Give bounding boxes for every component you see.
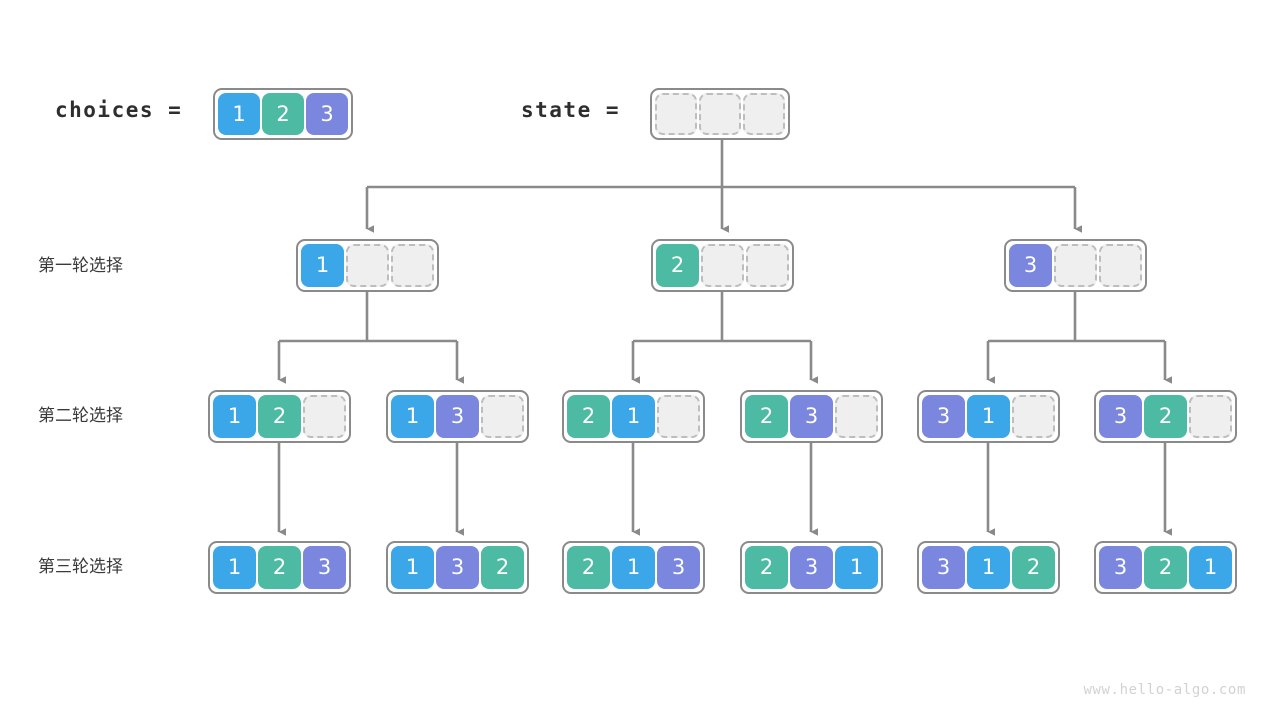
cell-0: 1 [301,244,344,287]
node-level2-13: 1 3 [386,390,529,443]
cell-1: 2 [1144,395,1187,438]
cell-0: 1 [213,546,256,589]
cell-1: 3 [790,395,833,438]
cell-2 [657,395,700,438]
cell-1: 2 [1144,546,1187,589]
cell-1 [1054,244,1097,287]
cell-0: 2 [567,546,610,589]
cell-1: 1 [967,546,1010,589]
cell-1: 3 [436,395,479,438]
node-level2-12: 1 2 [208,390,351,443]
state-cell-1 [699,93,741,135]
cell-2 [1189,395,1232,438]
node-level2-31: 3 1 [917,390,1060,443]
cell-1: 3 [790,546,833,589]
cell-0: 1 [391,546,434,589]
node-level3-132: 1 3 2 [386,541,529,594]
cell-0: 2 [656,244,699,287]
cell-0: 1 [213,395,256,438]
cell-1 [346,244,389,287]
node-level1-3: 3 [1004,239,1147,292]
cell-2 [835,395,878,438]
cell-2 [303,395,346,438]
cell-2: 2 [481,546,524,589]
cell-2 [391,244,434,287]
cell-0: 1 [391,395,434,438]
cell-1 [701,244,744,287]
row-label-round-3: 第三轮选择 [38,557,123,576]
node-level1-1: 1 [296,239,439,292]
cell-1: 1 [612,395,655,438]
cell-0: 2 [567,395,610,438]
cell-2 [1099,244,1142,287]
choices-array: 1 2 3 [213,88,353,140]
watermark: www.hello-algo.com [1083,682,1246,698]
cell-0: 2 [745,395,788,438]
node-level1-2: 2 [651,239,794,292]
cell-0: 3 [922,546,965,589]
cell-2: 3 [657,546,700,589]
node-level2-32: 3 2 [1094,390,1237,443]
cell-1: 1 [612,546,655,589]
choices-cell-2: 3 [306,93,348,135]
cell-2 [481,395,524,438]
cell-2: 1 [835,546,878,589]
node-level3-231: 2 3 1 [740,541,883,594]
cell-0: 3 [1099,546,1142,589]
cell-2 [746,244,789,287]
cell-1: 2 [258,546,301,589]
choices-cell-0: 1 [218,93,260,135]
node-level2-21: 2 1 [562,390,705,443]
state-cell-0 [655,93,697,135]
node-level3-213: 2 1 3 [562,541,705,594]
cell-2: 2 [1012,546,1055,589]
choices-label: choices = [55,98,183,122]
node-level2-23: 2 3 [740,390,883,443]
cell-0: 3 [922,395,965,438]
cell-1: 1 [967,395,1010,438]
cell-0: 3 [1009,244,1052,287]
node-level3-312: 3 1 2 [917,541,1060,594]
node-level3-123: 1 2 3 [208,541,351,594]
cell-2 [1012,395,1055,438]
row-label-round-1: 第一轮选择 [38,256,123,275]
row-label-round-2: 第二轮选择 [38,406,123,425]
node-level3-321: 3 2 1 [1094,541,1237,594]
state-cell-2 [743,93,785,135]
cell-0: 3 [1099,395,1142,438]
state-label: state = [521,98,621,122]
cell-0: 2 [745,546,788,589]
cell-1: 2 [258,395,301,438]
cell-2: 3 [303,546,346,589]
choices-cell-1: 2 [262,93,304,135]
state-array [650,88,790,140]
cell-1: 3 [436,546,479,589]
cell-2: 1 [1189,546,1232,589]
